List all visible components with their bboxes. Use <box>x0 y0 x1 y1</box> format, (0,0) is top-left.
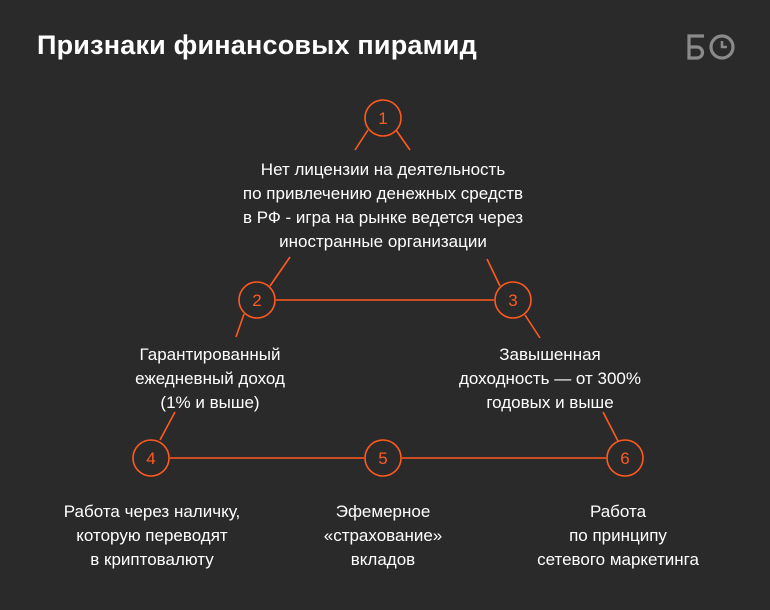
node-number: 3 <box>508 291 517 310</box>
node-4-text: Работа через наличку, которую переводят … <box>30 500 274 572</box>
node-5-text: Эфемерное «страхование» вкладов <box>293 500 473 572</box>
text-line: Работа <box>589 502 647 521</box>
text-line: Нет лицензии на деятельность <box>260 160 506 179</box>
connector-lines <box>159 129 619 459</box>
node-circle <box>606 439 644 477</box>
node-circle <box>238 281 276 319</box>
connector-2-up <box>269 256 291 287</box>
node-number: 6 <box>620 449 629 468</box>
node-2-text: Гарантированный ежедневный доход (1% и в… <box>100 343 320 415</box>
text-line: в РФ - игра на рынке ведется через <box>242 208 524 227</box>
text-line: «страхование» <box>323 526 443 545</box>
node-circle <box>132 439 170 477</box>
node-3: 3 <box>494 281 532 319</box>
text-line: Гарантированный <box>139 345 281 364</box>
text-line: доходность — от 300% <box>459 369 641 388</box>
page-title: Признаки финансовых пирамид <box>37 30 477 60</box>
text-line: по привлечению денежных средств <box>242 184 524 203</box>
node-number: 2 <box>252 291 261 310</box>
node-3-text: Завышенная доходность — от 300% годовых … <box>430 343 670 415</box>
node-6: 6 <box>606 439 644 477</box>
connector-1-left <box>354 129 369 151</box>
node-circle <box>364 439 402 477</box>
node-1: 1 <box>364 99 402 137</box>
text-line: сетевого маркетинга <box>537 550 699 569</box>
node-circle <box>364 99 402 137</box>
text-line: в криптовалюту <box>90 550 214 569</box>
node-5: 5 <box>364 439 402 477</box>
connector-1-right <box>395 129 411 151</box>
text-line: Завышенная <box>499 345 601 364</box>
connector-6-up <box>602 411 619 442</box>
text-line: Эфемерное <box>335 502 431 521</box>
node-circle <box>494 281 532 319</box>
node-1-text: Нет лицензии на деятельность по привлече… <box>200 158 566 254</box>
node-number: 1 <box>378 109 387 128</box>
bo-logo-icon <box>687 34 735 60</box>
connector-4-up <box>159 411 176 441</box>
text-line: годовых и выше <box>486 393 614 412</box>
text-line: ежедневный доход <box>135 369 285 388</box>
connector-3-up <box>486 258 501 287</box>
node-number: 4 <box>146 449 155 468</box>
node-2: 2 <box>238 281 276 319</box>
connector-2-down <box>235 313 245 338</box>
connector-3-down <box>524 314 541 339</box>
node-6-text: Работа по принципу сетевого маркетинга <box>508 500 728 572</box>
text-line: которую переводят <box>76 526 228 545</box>
text-line: по принципу <box>569 526 667 545</box>
text-line: иностранные организации <box>279 232 487 251</box>
node-4: 4 <box>132 439 170 477</box>
text-line: Работа через наличку, <box>63 502 241 521</box>
node-number: 5 <box>378 449 387 468</box>
text-line: (1% и выше) <box>160 393 260 412</box>
text-line: вкладов <box>350 550 416 569</box>
